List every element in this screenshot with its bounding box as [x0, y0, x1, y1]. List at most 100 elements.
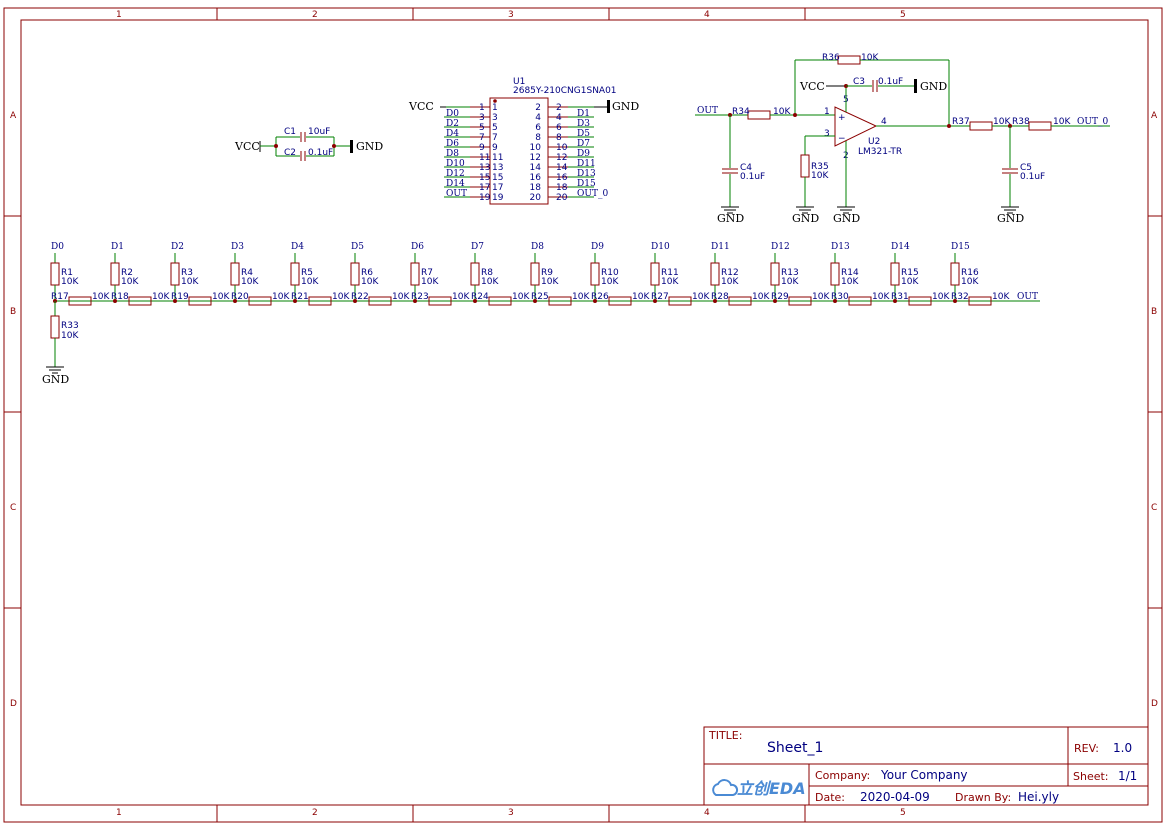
sheet-value: 1/1	[1118, 769, 1137, 783]
ladder-horizontal-resistor	[908, 296, 932, 306]
ladder-vval-R2: 10K	[121, 277, 139, 287]
ladder-vval-R1: 10K	[61, 277, 79, 287]
ladder-vref-R15: R15	[901, 268, 919, 278]
ladder-vval-R14: 10K	[841, 277, 859, 287]
ladder-horizontal-resistor	[68, 296, 92, 306]
u1-left-pinnum-13: 13	[492, 163, 503, 173]
ladder-href-R31: R31	[891, 292, 909, 302]
u1-left-pin-1: 1	[479, 103, 485, 113]
title-block: TITLE: Sheet_1 REV: 1.0 Company: Your Co…	[703, 726, 1149, 806]
ladder-hval-R20: 10K	[272, 292, 290, 302]
u1-right-pinnum-14: 14	[530, 163, 542, 173]
r38-ref: R38	[1012, 117, 1030, 127]
c1-ref: C1	[284, 127, 296, 137]
u1-right-pin-4: 4	[556, 113, 562, 123]
col-marker-bottom-3: 3	[508, 808, 514, 818]
ladder-net-D11: D11	[711, 242, 730, 252]
opamp-pin-1: 1	[824, 107, 830, 117]
row-marker-right-A: A	[1151, 111, 1158, 121]
ladder-net-D10: D10	[651, 242, 670, 252]
ladder-vref-R4: R4	[241, 268, 253, 278]
u1-left-net-D6: D6	[446, 139, 459, 149]
ladder-net-D1: D1	[111, 242, 124, 252]
col-marker-top-1: 1	[116, 10, 122, 20]
ladder-horizontal-resistor	[548, 296, 572, 306]
col-marker-bottom-5: 5	[900, 808, 906, 818]
c2-ref: C2	[284, 148, 296, 158]
u1-left-pinnum-5: 5	[492, 123, 498, 133]
eda-logo-text: 立创EDA	[737, 779, 806, 798]
u1-right-net-OUT_0: OUT_0	[577, 189, 608, 199]
r34-ref: R34	[732, 107, 750, 117]
ladder-vval-R5: 10K	[301, 277, 319, 287]
amp-gnd-label-1: GND	[717, 212, 744, 225]
ladder-vertical-resistor	[650, 262, 660, 286]
ladder-net-D14: D14	[891, 242, 910, 252]
u1-left-pin-3: 3	[479, 113, 485, 123]
u1-right-pinnum-4: 4	[535, 113, 541, 123]
row-marker-left-D: D	[10, 699, 17, 709]
ladder-href-R26: R26	[591, 292, 609, 302]
u1-right-net-D15: D15	[577, 179, 596, 189]
col-marker-top-5: 5	[900, 10, 906, 20]
title-value: Sheet_1	[767, 740, 823, 756]
company-label: Company:	[815, 769, 870, 782]
ladder-vertical-resistor	[410, 262, 420, 286]
row-marker-left-A: A	[10, 111, 17, 121]
ladder-vertical-resistor	[110, 262, 120, 286]
ladder-vertical-resistor	[830, 262, 840, 286]
ladder-vval-R12: 10K	[721, 277, 739, 287]
ladder-vertical-resistor	[590, 262, 600, 286]
u1-vcc-label: VCC	[408, 100, 434, 113]
ladder-horizontal-resistor	[128, 296, 152, 306]
row-marker-left-C: C	[10, 503, 16, 513]
u1-left-pin-5: 5	[479, 123, 485, 133]
c1-value: 10uF	[308, 127, 330, 137]
ladder-net-D8: D8	[531, 242, 544, 252]
ladder-horizontal-resistor	[668, 296, 692, 306]
ladder-out-label: OUT	[1017, 292, 1038, 302]
ladder-vertical-resistor	[770, 262, 780, 286]
ladder-hval-R17: 10K	[92, 292, 110, 302]
ladder-href-R32: R32	[951, 292, 969, 302]
ladder-hval-R24: 10K	[512, 292, 530, 302]
ladder-vval-R7: 10K	[421, 277, 439, 287]
ladder-vref-R9: R9	[541, 268, 553, 278]
ladder-vval-R9: 10K	[541, 277, 559, 287]
buffer-amplifier: OUT R34 10K C4 0.1uF R36 10K + − 1 3 4 5…	[695, 53, 1110, 225]
u1-left-pin-19: 19	[479, 193, 491, 203]
u1-right-net-D3: D3	[577, 119, 590, 129]
u1-right-pinnum-12: 12	[530, 153, 541, 163]
ladder-hval-R29: 10K	[812, 292, 830, 302]
ladder-href-R24: R24	[471, 292, 489, 302]
u1-left-pinnum-11: 11	[492, 153, 503, 163]
u1-right-net-D11: D11	[577, 159, 596, 169]
u1-right-pin-12: 12	[556, 153, 567, 163]
ladder-hval-R26: 10K	[632, 292, 650, 302]
u1-left-pinnum-3: 3	[492, 113, 498, 123]
u1-right-pin-16: 16	[556, 173, 568, 183]
gnd-label-c1: GND	[356, 140, 383, 153]
ladder-href-R25: R25	[531, 292, 549, 302]
ladder-vref-R5: R5	[301, 268, 313, 278]
ladder-net-D4: D4	[291, 242, 304, 252]
u1-left-pin-15: 15	[479, 173, 490, 183]
ladder-vref-R10: R10	[601, 268, 619, 278]
u1-left-pin-17: 17	[479, 183, 490, 193]
ladder-vref-R3: R3	[181, 268, 193, 278]
decoupling-capacitors: VCC GND C1 10uF C2 0.1uF	[234, 127, 383, 161]
ladder-net-D13: D13	[831, 242, 850, 252]
rev-value: 1.0	[1113, 741, 1132, 755]
opamp-pin-4: 4	[881, 117, 887, 127]
ladder-href-R28: R28	[711, 292, 729, 302]
ladder-vertical-resistor	[230, 262, 240, 286]
c4-ref: C4	[740, 163, 752, 173]
ladder-horizontal-resistor	[968, 296, 992, 306]
ladder-horizontal-resistor	[728, 296, 752, 306]
